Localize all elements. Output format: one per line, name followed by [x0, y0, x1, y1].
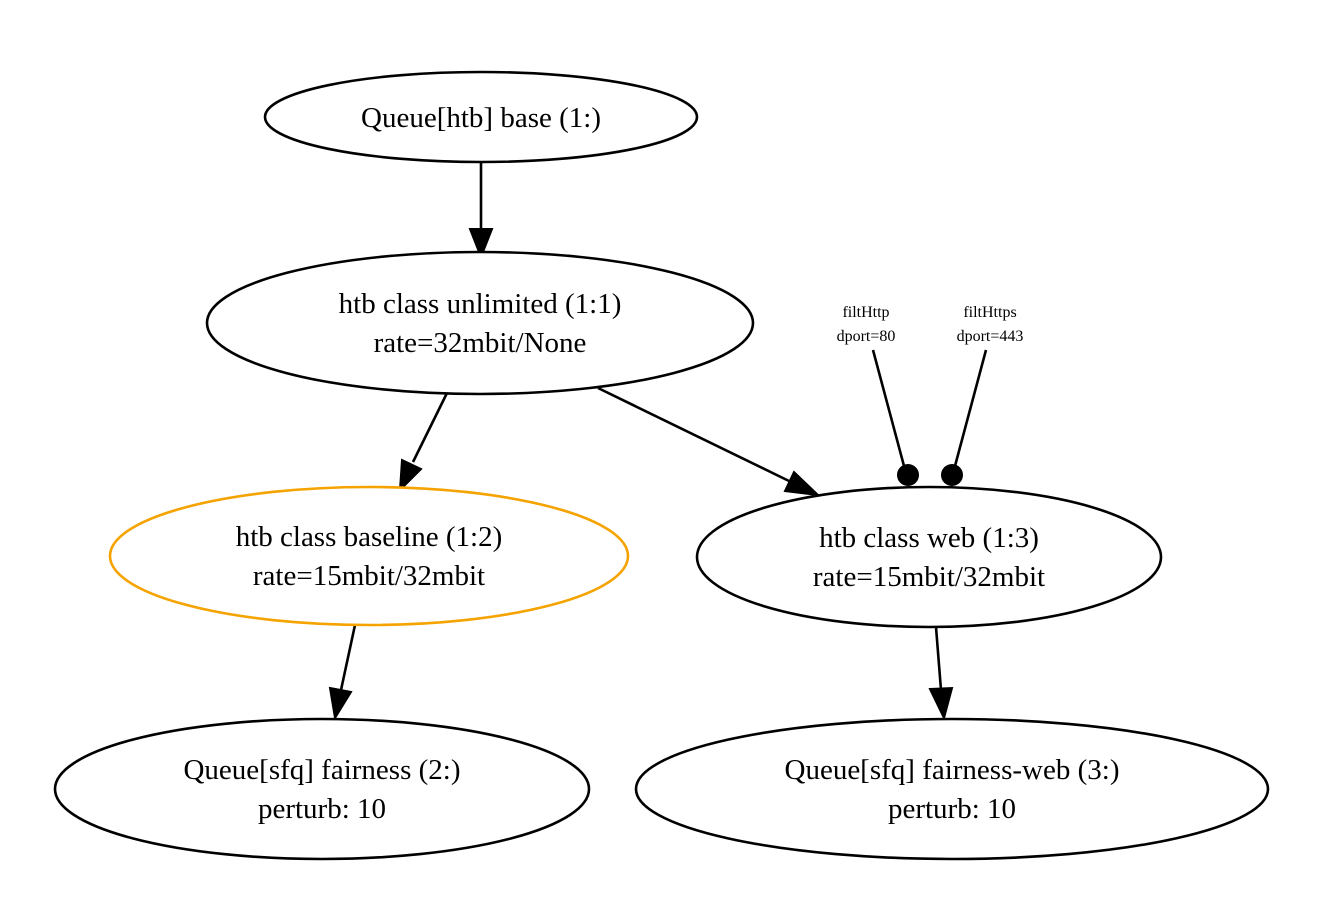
node-baseline-rate: rate=15mbit/32mbit: [253, 560, 485, 592]
filter-https-port: dport=443: [957, 328, 1024, 345]
node-baseline: htb class baseline (1:2) rate=15mbit/32m…: [108, 485, 630, 627]
node-base-ellipse: [263, 70, 699, 164]
edge-base-to-unlimited: [468, 162, 494, 260]
node-web-label: htb class web (1:3): [819, 522, 1039, 554]
node-web-ellipse: [695, 485, 1163, 629]
node-fairness-label: Queue[sfq] fairness (2:): [183, 754, 460, 786]
node-unlimited: htb class unlimited (1:1) rate=32mbit/No…: [205, 250, 755, 396]
arrow-head-icon: [783, 470, 821, 497]
filter-https: filtHttps dport=443: [957, 304, 1024, 345]
arrow-head-icon: [328, 686, 353, 721]
node-base: Queue[htb] base (1:): [263, 70, 699, 164]
filter-http: filtHttp dport=80: [837, 304, 896, 345]
edge-web-to-fairness-web: [928, 626, 954, 721]
arrow-head-icon: [398, 458, 423, 493]
node-fairness-web-label: Queue[sfq] fairness-web (3:): [785, 754, 1120, 786]
node-fairness-ellipse: [53, 717, 591, 861]
node-web-rate: rate=15mbit/32mbit: [813, 561, 1045, 593]
node-unlimited-label: htb class unlimited (1:1): [339, 288, 622, 320]
node-fairness: Queue[sfq] fairness (2:) perturb: 10: [53, 717, 591, 861]
node-baseline-label: htb class baseline (1:2): [236, 521, 503, 553]
dot-head-icon: [941, 464, 963, 486]
edge-filter-https-to-web: [941, 349, 988, 486]
node-fairness-web: Queue[sfq] fairness-web (3:) perturb: 10: [634, 717, 1270, 861]
edge-unlimited-to-web: [597, 386, 821, 497]
filter-http-port: dport=80: [837, 328, 896, 345]
node-baseline-ellipse: [108, 485, 630, 627]
node-web: htb class web (1:3) rate=15mbit/32mbit: [695, 485, 1163, 629]
node-fairness-web-ellipse: [634, 717, 1270, 861]
edges: [328, 162, 988, 721]
dot-head-icon: [897, 464, 919, 486]
arrow-head-icon: [468, 228, 494, 260]
edge-filter-http-to-web: [871, 349, 919, 486]
edge-unlimited-to-baseline: [398, 392, 449, 493]
arrow-head-icon: [928, 686, 954, 721]
node-fairness-detail: perturb: 10: [258, 793, 386, 825]
node-base-label: Queue[htb] base (1:): [361, 102, 601, 134]
node-fairness-web-detail: perturb: 10: [888, 793, 1016, 825]
edge-baseline-to-fairness: [328, 624, 357, 721]
filter-http-name: filtHttp: [842, 304, 889, 321]
filter-https-name: filtHttps: [963, 304, 1016, 321]
node-unlimited-ellipse: [205, 250, 755, 396]
node-unlimited-rate: rate=32mbit/None: [374, 327, 587, 359]
